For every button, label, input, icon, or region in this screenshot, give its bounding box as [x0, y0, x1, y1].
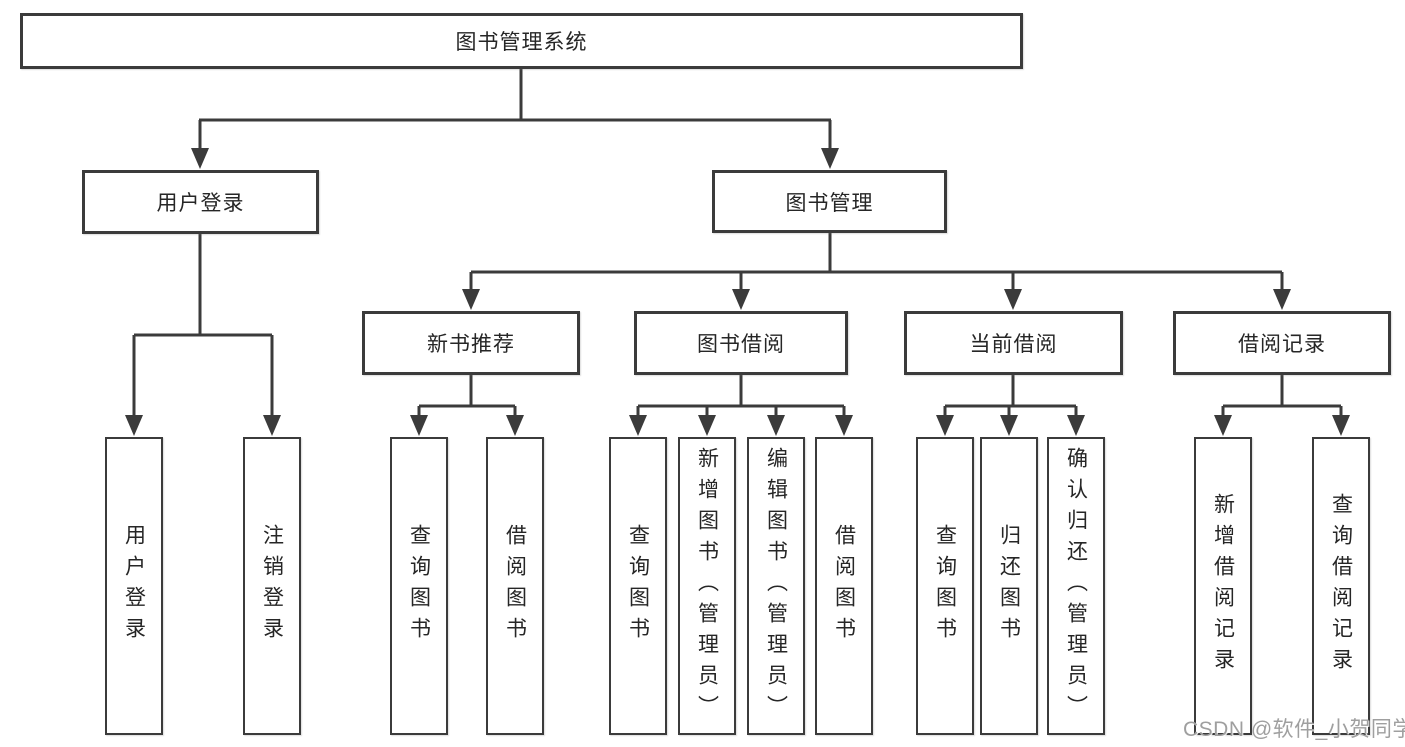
arrowhead-icon: [1067, 415, 1085, 436]
arrowhead-icon: [1000, 415, 1018, 436]
node-library-management-system: 图书管理系统: [20, 13, 1023, 69]
arrowhead-icon: [1004, 289, 1022, 310]
arrowhead-icon: [698, 415, 716, 436]
leaf-label: 编辑图书（管理员）: [764, 446, 788, 726]
leaf-label: 借阅图书: [503, 524, 527, 648]
leaf-label: 新增借阅记录: [1211, 493, 1235, 679]
arrowhead-icon: [1273, 289, 1291, 310]
leaf-query-borrow-record: 查询借阅记录: [1312, 437, 1370, 735]
arrowhead-icon: [410, 415, 428, 436]
leaf-label: 借阅图书: [832, 524, 856, 648]
watermark: CSDN @软件_小贺同学: [1183, 718, 1405, 741]
arrowhead-icon: [263, 415, 281, 436]
leaf-confirm-return-admin: 确认归还（管理员）: [1047, 437, 1105, 735]
leaf-label: 用户登录: [122, 524, 146, 648]
arrowhead-icon: [191, 148, 209, 169]
arrowhead-icon: [506, 415, 524, 436]
arrowhead-icon: [767, 415, 785, 436]
leaf-add-books-admin: 新增图书（管理员）: [678, 437, 736, 735]
leaf-label: 查询借阅记录: [1329, 493, 1353, 679]
leaf-add-borrow-record: 新增借阅记录: [1194, 437, 1252, 735]
node-label: 用户登录: [156, 192, 245, 215]
leaf-edit-books-admin: 编辑图书（管理员）: [747, 437, 805, 735]
leaf-label: 确认归还（管理员）: [1064, 446, 1088, 726]
arrowhead-icon: [462, 289, 480, 310]
arrowhead-icon: [936, 415, 954, 436]
leaf-query-books-borrow: 查询图书: [609, 437, 667, 735]
node-book-management: 图书管理: [712, 170, 947, 233]
leaf-query-books-recommend: 查询图书: [390, 437, 448, 735]
node-label: 图书借阅: [697, 333, 785, 356]
arrowhead-icon: [629, 415, 647, 436]
leaf-user-login: 用户登录: [105, 437, 163, 735]
node-new-book-recommend: 新书推荐: [362, 311, 580, 375]
leaf-label: 查询图书: [626, 524, 650, 648]
node-book-borrow: 图书借阅: [634, 311, 848, 375]
leaf-label: 归还图书: [997, 524, 1021, 648]
leaf-label: 查询图书: [933, 524, 957, 648]
arrowhead-icon: [732, 289, 750, 310]
node-label: 图书管理系统: [455, 31, 588, 54]
node-label: 当前借阅: [969, 333, 1058, 356]
arrowhead-icon: [1214, 415, 1232, 436]
node-borrow-records: 借阅记录: [1173, 311, 1391, 375]
leaf-query-books-current: 查询图书: [916, 437, 974, 735]
leaf-return-books: 归还图书: [980, 437, 1038, 735]
leaf-borrow-books-recommend: 借阅图书: [486, 437, 544, 735]
node-user-login: 用户登录: [82, 170, 319, 234]
node-current-borrow: 当前借阅: [904, 311, 1123, 375]
leaf-borrow-books-borrow: 借阅图书: [815, 437, 873, 735]
arrowhead-icon: [835, 415, 853, 436]
leaf-logout-login: 注销登录: [243, 437, 301, 735]
arrowhead-icon: [1332, 415, 1350, 436]
arrowhead-icon: [125, 415, 143, 436]
node-label: 新书推荐: [427, 333, 515, 356]
leaf-label: 注销登录: [260, 524, 284, 648]
arrowhead-icon: [821, 148, 839, 169]
leaf-label: 新增图书（管理员）: [695, 446, 719, 726]
leaf-label: 查询图书: [407, 524, 431, 648]
node-label: 借阅记录: [1238, 333, 1326, 356]
node-label: 图书管理: [785, 191, 874, 215]
